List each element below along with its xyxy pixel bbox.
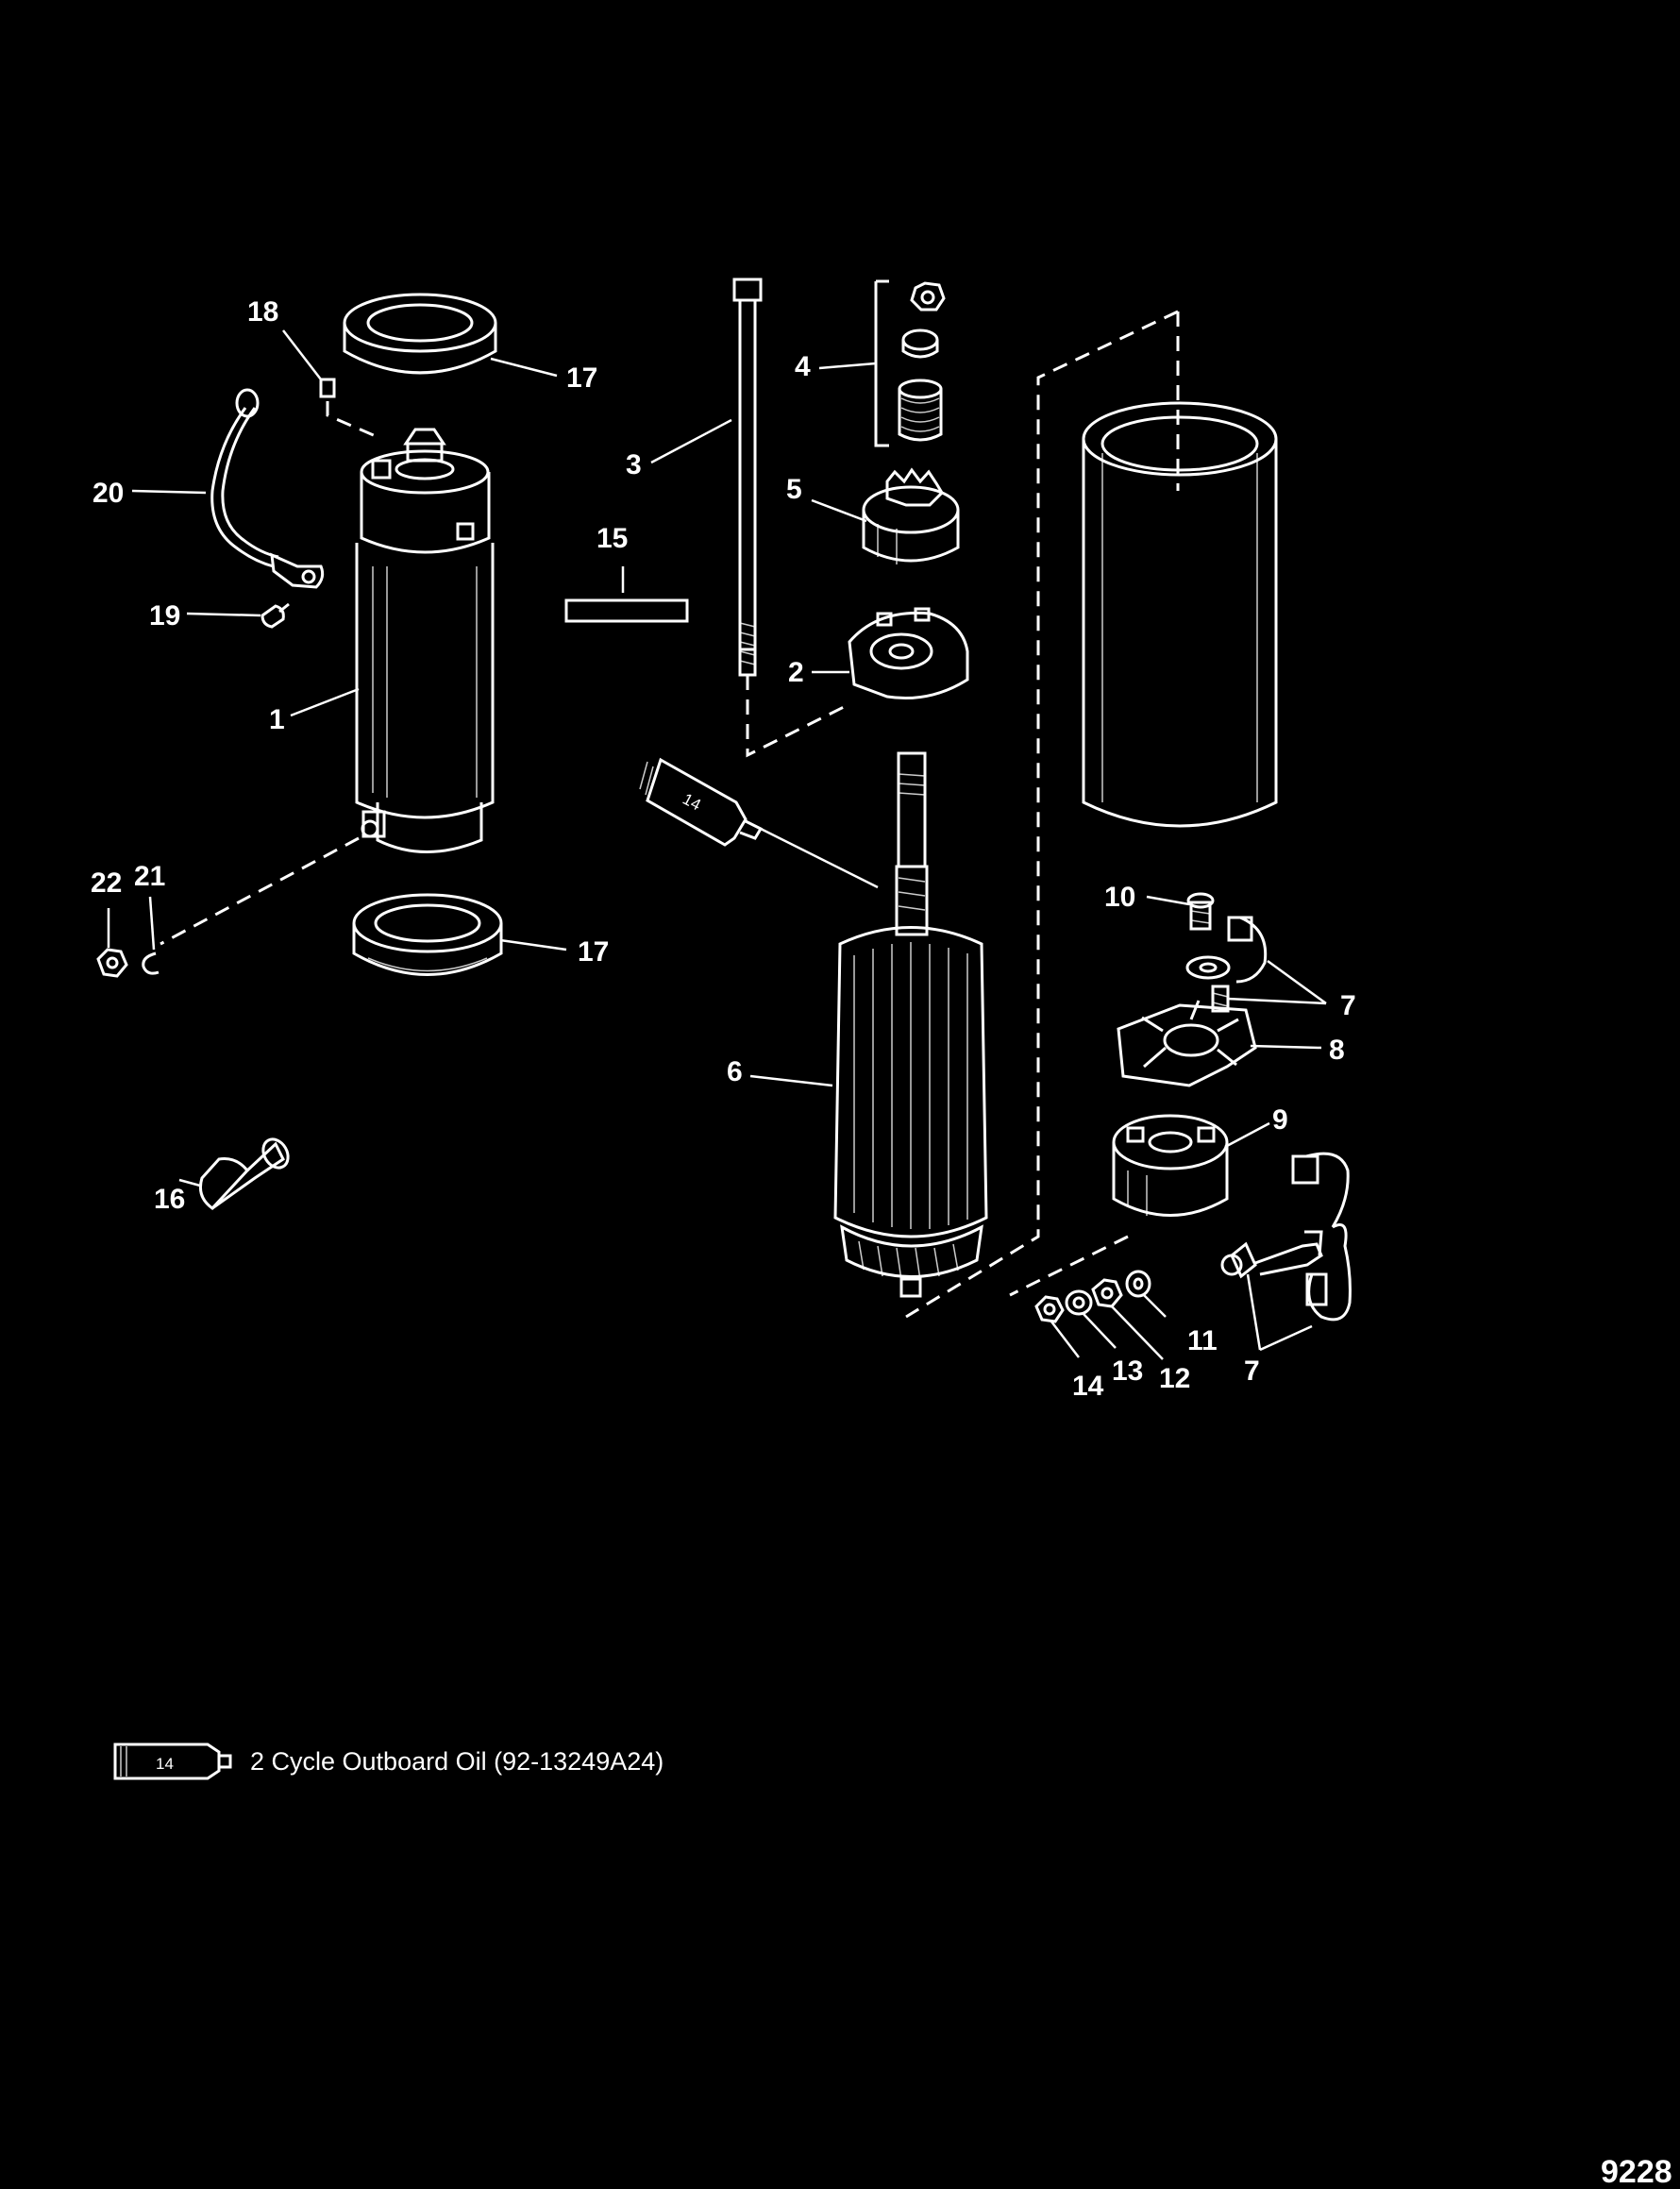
field-frame xyxy=(1082,401,1278,828)
callout-1: 1 xyxy=(269,704,285,735)
dashed-guide-housing-nut xyxy=(160,836,360,946)
callout-11: 11 xyxy=(1187,1325,1218,1356)
callout-12: 12 xyxy=(1159,1363,1190,1394)
commutator-end-cap xyxy=(1112,1114,1229,1217)
dashed-guide-bolt xyxy=(746,675,852,758)
brush-screw xyxy=(1186,892,1215,931)
dashed-guide-commutator-end xyxy=(1009,1235,1129,1297)
callout-17-bottom: 17 xyxy=(578,936,609,968)
insulator-strip xyxy=(564,598,689,623)
oil-tube: 14 xyxy=(639,757,764,847)
callout-numbers: 1 2 3 4 5 6 7 7 8 9 10 11 12 13 14 15 16… xyxy=(91,296,1356,1402)
legend-text: 2 Cycle Outboard Oil (92-13249A24) xyxy=(250,1747,664,1776)
callout-3: 3 xyxy=(626,449,642,480)
callout-20: 20 xyxy=(92,478,124,509)
callout-4: 4 xyxy=(795,351,811,382)
terminal-boot xyxy=(198,1137,290,1210)
callout-13: 13 xyxy=(1112,1355,1143,1387)
legend: 14 2 Cycle Outboard Oil (92-13249A24) xyxy=(113,1743,664,1780)
callout-7-upper: 7 xyxy=(1340,990,1356,1021)
dashed-guide-clip-housing xyxy=(326,401,377,438)
callout-7-lower: 7 xyxy=(1244,1355,1260,1387)
callout-22: 22 xyxy=(91,867,122,899)
cable-screw xyxy=(260,602,290,629)
callout-2: 2 xyxy=(788,657,804,688)
leader-lines xyxy=(107,329,1327,1360)
legend-tube-icon: 14 xyxy=(113,1743,232,1780)
figure-number: 9228 xyxy=(1601,2154,1672,2189)
terminal-nut xyxy=(96,948,128,978)
callout-6: 6 xyxy=(727,1056,743,1087)
callout-5: 5 xyxy=(786,474,802,505)
lock-washer xyxy=(142,951,160,975)
end-cap-ring-top xyxy=(343,293,497,375)
pinion-hardware-kit xyxy=(874,279,946,447)
callout-21: 21 xyxy=(134,861,165,892)
washer-13 xyxy=(1065,1289,1093,1316)
terminal-clip xyxy=(319,378,336,398)
drive-end-cap xyxy=(848,607,969,700)
drive-pinion xyxy=(862,467,960,564)
callout-17-top: 17 xyxy=(566,362,597,394)
callout-16: 16 xyxy=(154,1184,185,1215)
callout-18: 18 xyxy=(247,296,278,328)
armature xyxy=(833,751,988,1298)
nut-12 xyxy=(1091,1278,1123,1308)
end-cap-ring-bottom xyxy=(352,893,503,976)
callout-15: 15 xyxy=(596,523,628,554)
starter-housing xyxy=(355,428,495,853)
brush-lower xyxy=(1220,1152,1352,1322)
battery-cable xyxy=(210,388,325,589)
legend-tube-label: 14 xyxy=(156,1755,174,1773)
callout-9: 9 xyxy=(1272,1104,1288,1136)
nut-14 xyxy=(1034,1295,1065,1323)
brush-plate xyxy=(1117,1000,1257,1087)
through-bolt xyxy=(732,278,763,677)
callout-19: 19 xyxy=(149,600,180,631)
callout-8: 8 xyxy=(1329,1035,1345,1066)
oil-tube-label: 14 xyxy=(680,790,704,815)
callout-14: 14 xyxy=(1072,1371,1104,1402)
brush-upper xyxy=(1185,916,1268,1013)
callout-10: 10 xyxy=(1104,882,1135,913)
dashed-guide-armature xyxy=(905,310,1180,1319)
washer-11 xyxy=(1125,1270,1151,1298)
